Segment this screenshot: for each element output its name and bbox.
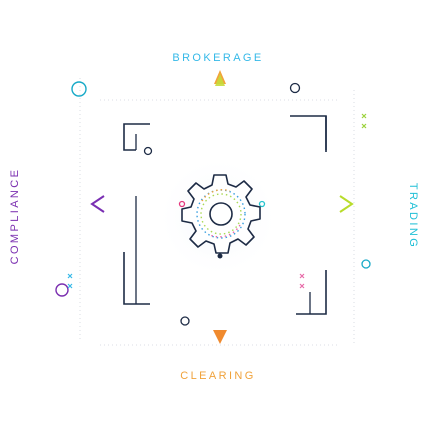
decor-ticks (67, 113, 367, 289)
gear-icon (181, 174, 261, 254)
bracket-accents (135, 134, 311, 314)
label-clearing: CLEARING (180, 370, 256, 382)
label-compliance: COMPLIANCE (9, 167, 21, 265)
node-circles (55, 81, 371, 326)
arrow-up-icon (214, 70, 226, 182)
arrow-down-icon (213, 253, 227, 344)
arrow-right-icon (258, 195, 354, 213)
arrow-left-icon (90, 195, 186, 246)
label-trading: TRADING (407, 182, 419, 250)
label-brokerage: BROKERAGE (172, 52, 264, 64)
